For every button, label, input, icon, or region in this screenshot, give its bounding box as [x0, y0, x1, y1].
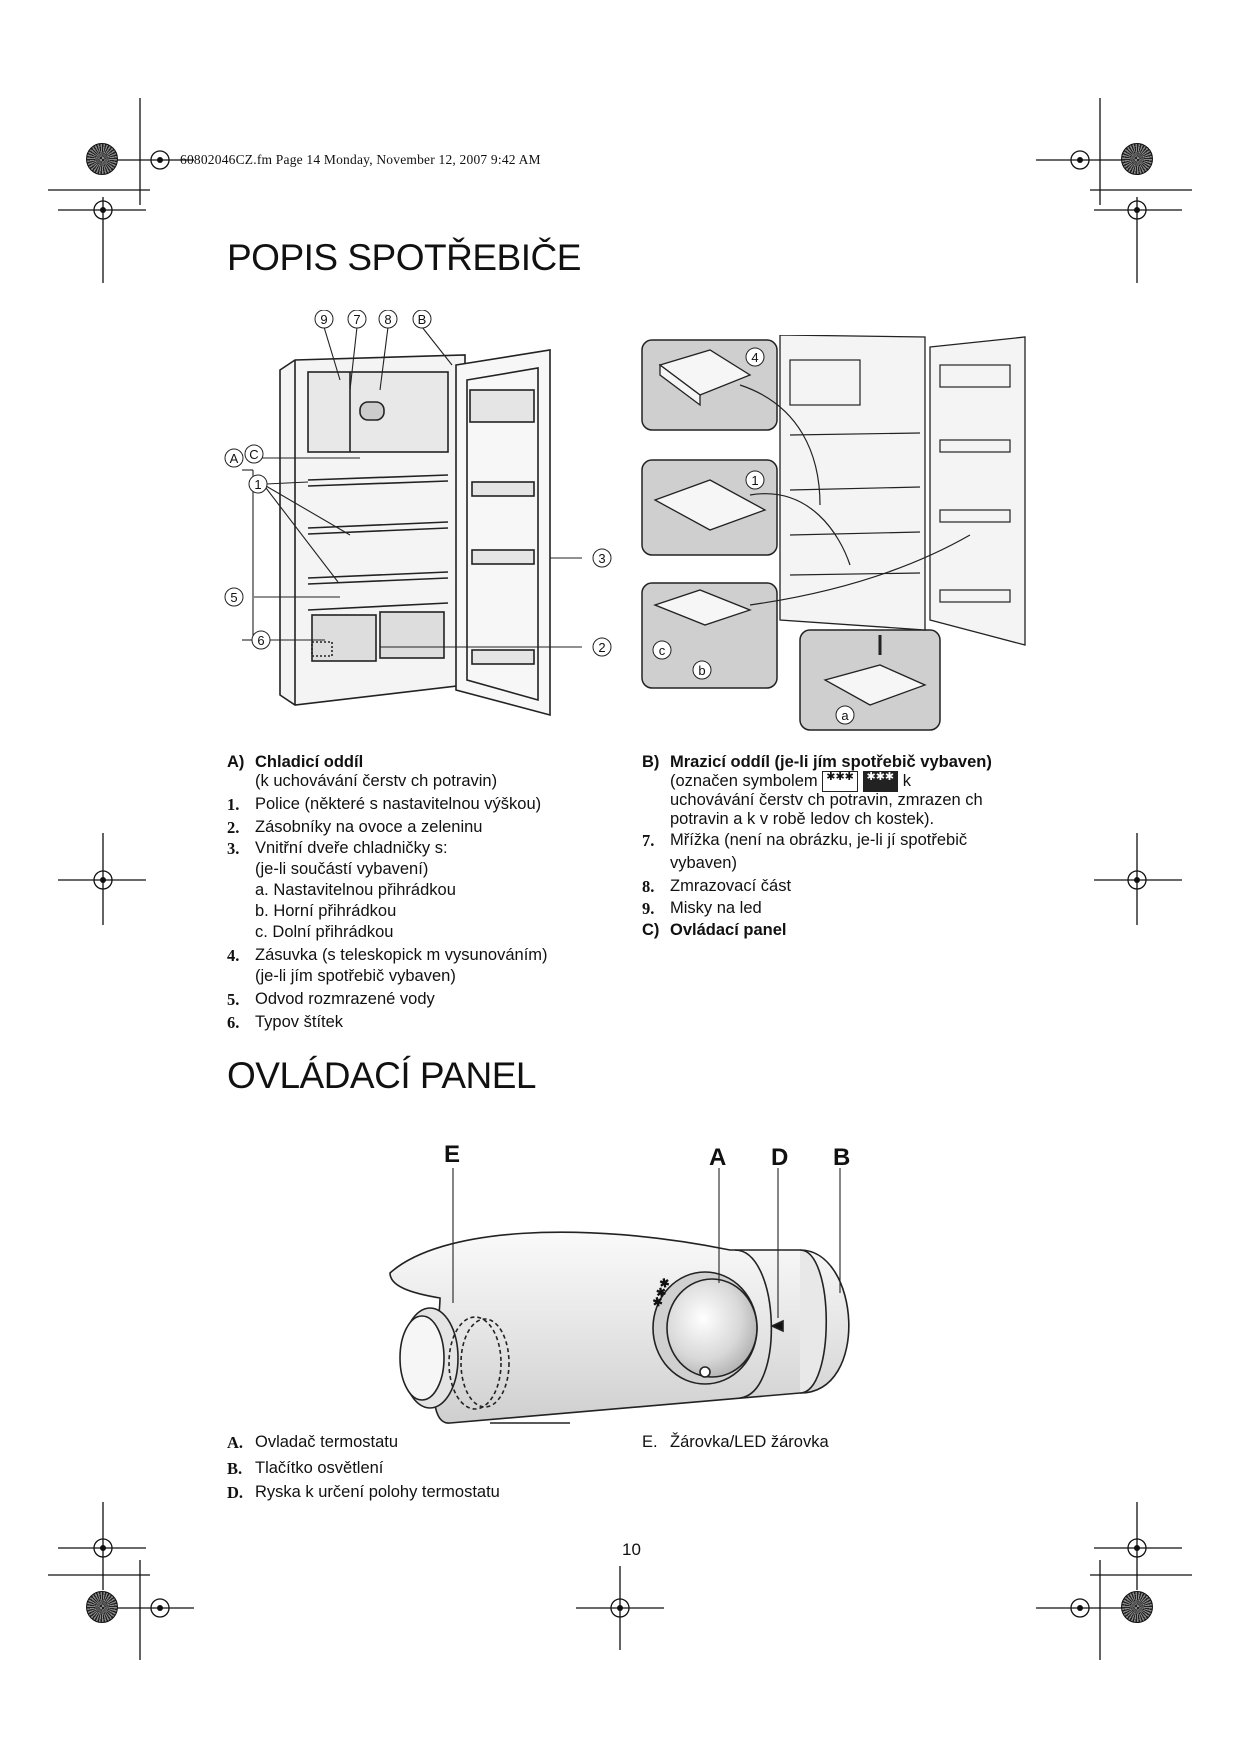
callout-a: a — [841, 708, 849, 723]
callout-A: A — [230, 451, 239, 466]
list-item-text: Typov štítek — [255, 1013, 344, 1031]
list-item-text: Zásobníky na ovoce a zeleninu — [255, 818, 483, 836]
freezer-parts-list: B) Mrazicí oddíl (je-li jím spotřebič vyb… — [642, 752, 1042, 941]
list-item-label: 2. — [227, 818, 240, 837]
list-item-text: (k uchovávání čerstv ch potravin) — [255, 772, 498, 790]
list-item-text: c. Dolní přihrádkou — [255, 923, 394, 941]
list-item-label: A) — [227, 753, 245, 771]
callout-7: 7 — [353, 312, 360, 327]
list-item-text: Police (některé s nastavitelnou výškou) — [255, 795, 542, 813]
file-header: 60802046CZ.fm Page 14 Monday, November 1… — [180, 152, 541, 167]
list-item-text: Odvod rozmrazené vody — [255, 990, 435, 1008]
panel-label-E: E — [444, 1141, 461, 1168]
list-item-label: 3. — [227, 839, 240, 858]
list-item-text: Mřížka (není na obrázku, je-li jí spotře… — [670, 831, 968, 849]
panel-label-B: B — [833, 1144, 851, 1171]
list-item-text: k — [902, 772, 911, 790]
list-item-text: (je-li součástí vybavení) — [255, 860, 429, 878]
callout-2: 2 — [598, 640, 605, 655]
list-item-label: C) — [642, 921, 660, 939]
callout-1: 1 — [751, 473, 758, 488]
list-item-text: a. Nastavitelnou přihrádkou — [255, 881, 456, 899]
appliance-parts-list: A) Chladicí oddíl (k uchovávání čerstv ch… — [227, 752, 617, 1033]
registration-target-icon — [86, 1591, 118, 1623]
callout-B: B — [418, 312, 427, 327]
fridge-accessories-diagram: 4 1 c b a — [641, 335, 1026, 731]
freezer-symbol-icon: ✱✱✱ — [862, 771, 899, 792]
list-item-text: potravin a k v robě ledov ch kostek). — [670, 810, 935, 828]
fridge-diagram: 9 7 8 B A C 1 5 6 3 2 — [224, 310, 612, 717]
callout-8: 8 — [384, 312, 391, 327]
list-item-text: Vnitřní dveře chladničky s: — [255, 839, 448, 857]
panel-label-D: D — [771, 1144, 789, 1171]
list-item-label: A. — [227, 1433, 244, 1452]
callout-5: 5 — [230, 590, 237, 605]
list-item-text: Zmrazovací část — [670, 877, 792, 895]
list-item-text: Ovládací panel — [670, 921, 787, 939]
list-item-label: 6. — [227, 1013, 240, 1032]
list-item-label: 5. — [227, 990, 240, 1009]
page-number: 10 — [622, 1540, 641, 1559]
callout-6: 6 — [257, 633, 264, 648]
control-panel-legend-left: A. Ovladač termostatu B. Tlačítko osvětlen… — [227, 1432, 567, 1503]
list-item-text: Tlačítko osvětlení — [255, 1459, 384, 1477]
list-item-label: 8. — [642, 877, 655, 896]
callout-1: 1 — [254, 477, 261, 492]
list-item-text: vybaven) — [670, 854, 737, 872]
section-title-control-panel: OVLÁDACÍ PANEL — [227, 1055, 536, 1096]
list-item-text: Ryska k určení polohy termostatu — [255, 1483, 500, 1501]
list-item-text: uchovávání čerstv ch potravin, zmrazen c… — [670, 791, 983, 809]
freezer-symbol-icon: ✱✱✱ — [822, 771, 858, 792]
list-item-label: 4. — [227, 946, 240, 965]
section-title-appliance-description: POPIS SPOTŘEBIČE — [227, 237, 581, 278]
list-item-text: Zásuvka (s teleskopick m vysunováním) — [255, 946, 548, 964]
callout-9: 9 — [320, 312, 327, 327]
list-item-label: E. — [642, 1433, 658, 1451]
control-panel-drawing: ✱✱✱ — [389, 1168, 850, 1424]
registration-target-icon — [1121, 143, 1153, 175]
list-item-text: (označen symbolem — [670, 772, 818, 790]
list-item-text: (je-li jím spotřebič vybaven) — [255, 967, 456, 985]
list-item-label: B. — [227, 1459, 243, 1478]
list-item-text: Chladicí oddíl — [255, 753, 364, 771]
list-item-text: Žárovka/LED žárovka — [670, 1433, 829, 1451]
list-item-text: b. Horní přihrádkou — [255, 902, 397, 920]
list-item-text: Misky na led — [670, 899, 762, 917]
registration-target-icon — [86, 143, 118, 175]
callout-c: c — [659, 643, 666, 658]
list-item-label: 9. — [642, 899, 655, 918]
list-item-label: D. — [227, 1483, 244, 1502]
callout-3: 3 — [598, 551, 605, 566]
callout-4: 4 — [751, 350, 758, 365]
list-item-text: Ovladač termostatu — [255, 1433, 399, 1451]
registration-target-icon — [1121, 1591, 1153, 1623]
panel-label-A: A — [709, 1144, 727, 1171]
list-item-text: Mrazicí oddíl (je-li jím spotřebič vybav… — [670, 753, 992, 771]
callout-b: b — [698, 663, 705, 678]
list-item-label: 7. — [642, 831, 655, 850]
control-panel-legend-right: E. Žárovka/LED žárovka — [642, 1432, 982, 1453]
callout-C: C — [249, 447, 258, 462]
list-item-label: B) — [642, 753, 660, 771]
list-item-label: 1. — [227, 795, 240, 814]
